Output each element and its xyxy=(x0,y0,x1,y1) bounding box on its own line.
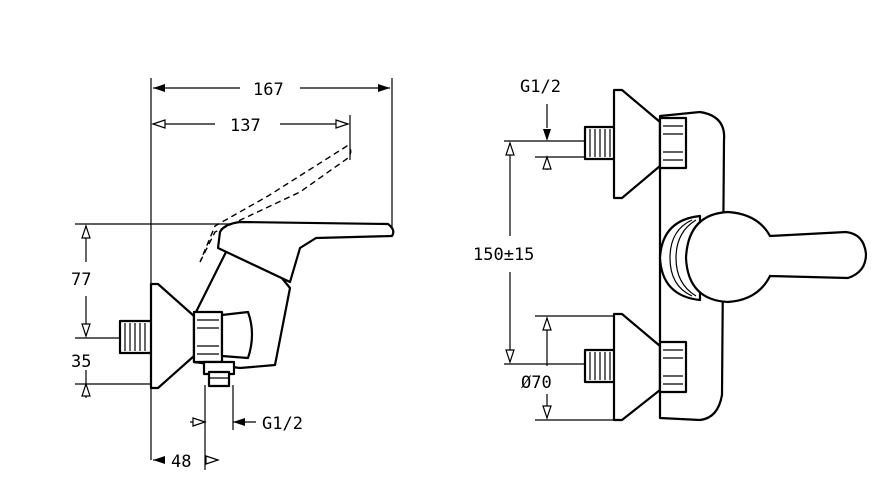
dim-150: 150±15 xyxy=(473,141,534,364)
dim-137: 137 xyxy=(151,116,350,136)
dim-137-label: 137 xyxy=(230,116,261,136)
front-lever xyxy=(684,210,868,304)
dim-167: 167 xyxy=(153,80,390,100)
front-nut-bottom xyxy=(658,340,688,394)
dim-77-label: 77 xyxy=(71,270,91,290)
dim-35: 35 xyxy=(71,337,120,398)
front-view: G1/2 150±15 Ø70 xyxy=(473,77,868,422)
dim-diameter-label: Ø70 xyxy=(521,373,552,393)
dim-diameter: Ø70 xyxy=(521,316,552,420)
dim-outlet-thread: G1/2 xyxy=(190,414,303,434)
dim-48: 48 xyxy=(153,452,220,472)
front-inlet-top xyxy=(583,88,662,200)
side-lever-raised xyxy=(199,145,352,263)
dim-inlet-thread: G1/2 xyxy=(520,77,561,170)
dim-150-label: 150±15 xyxy=(473,245,534,265)
side-view: 167 137 77 35 xyxy=(71,78,395,472)
outlet-thread-label: G1/2 xyxy=(262,414,303,434)
side-outlet xyxy=(202,360,236,388)
dim-48-label: 48 xyxy=(171,452,191,472)
front-inlet-bottom xyxy=(583,312,662,422)
dim-35-label: 35 xyxy=(71,352,91,372)
dim-77: 77 xyxy=(71,224,91,338)
inlet-thread-label: G1/2 xyxy=(520,77,561,97)
side-inlet-stub xyxy=(118,319,154,355)
dim-167-label: 167 xyxy=(253,80,284,100)
front-nut-top xyxy=(658,116,688,170)
side-nut xyxy=(192,310,254,364)
side-escutcheon xyxy=(149,282,196,390)
